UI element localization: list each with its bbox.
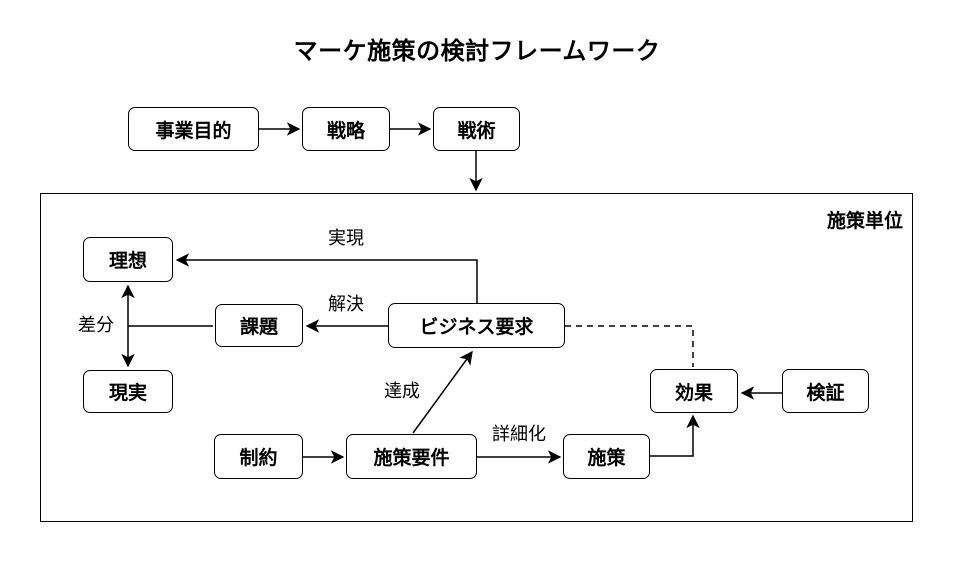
node-verification-label: 検証 bbox=[806, 382, 845, 404]
edge-measure-to-effect bbox=[650, 414, 700, 457]
node-strategy: 戦略 bbox=[302, 107, 390, 151]
node-business-request-label: ビジネス要求 bbox=[419, 317, 534, 338]
node-ideal: 理想 bbox=[83, 237, 173, 282]
node-measure-requirement-label: 施策要件 bbox=[373, 448, 450, 469]
node-business-request: ビジネス要求 bbox=[388, 303, 565, 348]
node-tactics: 戦術 bbox=[433, 107, 520, 151]
measure-unit-group-label: 施策単位 bbox=[826, 211, 903, 232]
edge-business-request-to-effect-dashed bbox=[565, 325, 694, 367]
node-tactics-label: 戦術 bbox=[457, 120, 496, 142]
node-measure-label: 施策 bbox=[587, 448, 626, 469]
node-effect-label: 効果 bbox=[674, 382, 713, 404]
edge-label-achievement: 達成 bbox=[384, 381, 420, 402]
node-measure: 施策 bbox=[563, 434, 650, 479]
node-reality: 現実 bbox=[83, 370, 173, 413]
node-business-purpose: 事業目的 bbox=[128, 107, 259, 151]
node-measure-requirement: 施策要件 bbox=[346, 434, 477, 479]
edge-label-difference: 差分 bbox=[78, 315, 114, 336]
edge-business-request-to-ideal-realization bbox=[175, 253, 478, 303]
node-business-purpose-label: 事業目的 bbox=[155, 120, 232, 142]
measure-unit-group-box: 施策単位 bbox=[40, 193, 913, 522]
node-issue-label: 課題 bbox=[239, 317, 278, 338]
node-issue: 課題 bbox=[215, 304, 303, 347]
node-constraint-label: 制約 bbox=[239, 448, 278, 469]
node-effect: 効果 bbox=[650, 369, 738, 413]
node-strategy-label: 戦略 bbox=[326, 120, 365, 142]
edge-measure-requirement-to-business-request-achievement bbox=[412, 350, 473, 434]
edge-label-detailing: 詳細化 bbox=[492, 424, 546, 445]
node-reality-label: 現実 bbox=[108, 383, 147, 404]
node-verification: 検証 bbox=[782, 369, 869, 413]
edge-label-solution: 解決 bbox=[328, 294, 364, 315]
node-ideal-label: 理想 bbox=[108, 251, 147, 272]
diagram-title: マーケ施策の検討フレームワーク bbox=[293, 38, 661, 65]
edge-label-realization: 実現 bbox=[328, 228, 364, 249]
node-constraint: 制約 bbox=[214, 434, 303, 479]
